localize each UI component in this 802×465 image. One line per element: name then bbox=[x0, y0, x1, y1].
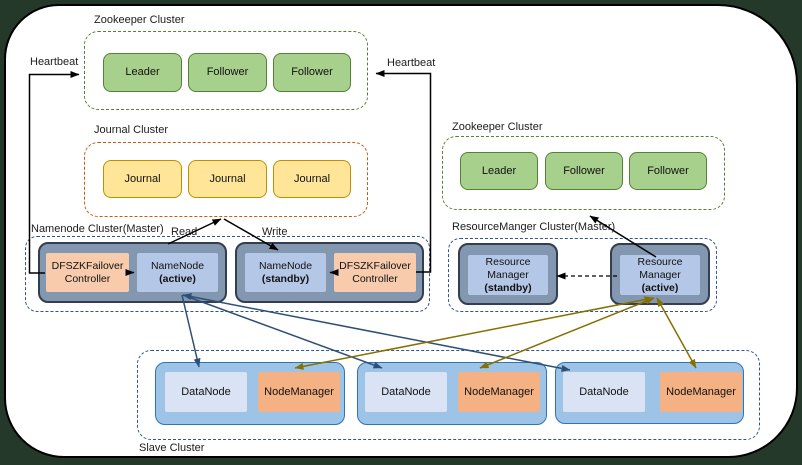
zookeeper-right-node-follower-1: Follower bbox=[545, 152, 623, 190]
nodemanager-2: NodeManager bbox=[458, 372, 540, 412]
node-label: DataNode bbox=[181, 385, 231, 398]
node-label-line: Manager bbox=[487, 268, 529, 281]
resource-manager-active: Resource Manager (active) bbox=[620, 255, 700, 295]
node-label: DataNode bbox=[579, 385, 629, 398]
heartbeat-right-label: Heartbeat bbox=[387, 57, 436, 69]
zookeeper-left-node-follower-2: Follower bbox=[273, 53, 351, 92]
node-label-line: Controller bbox=[352, 272, 398, 285]
zookeeper-right-title: Zookeeper Cluster bbox=[452, 121, 543, 133]
zookeeper-left-node-follower-1: Follower bbox=[188, 53, 267, 92]
journal-node-3: Journal bbox=[273, 160, 351, 198]
node-label-line: DFSZKFailover bbox=[339, 259, 411, 272]
node-label-line: DFSZKFailover bbox=[51, 259, 124, 272]
node-label: NodeManager bbox=[264, 385, 334, 398]
node-label: Follower bbox=[647, 164, 689, 177]
node-label: Follower bbox=[563, 164, 605, 177]
node-label-line: Manager bbox=[639, 268, 681, 281]
journal-node-1: Journal bbox=[103, 160, 182, 198]
rm-cluster-title: ResourceManger Cluster(Master) bbox=[452, 221, 616, 233]
node-label: Journal bbox=[293, 172, 331, 185]
datanode-1: DataNode bbox=[165, 372, 247, 412]
node-label-line: NameNode bbox=[258, 259, 313, 272]
node-label: Follower bbox=[291, 66, 333, 78]
node-label: DataNode bbox=[381, 385, 431, 398]
node-label: Leader bbox=[125, 66, 160, 78]
nodemanager-1: NodeManager bbox=[258, 372, 340, 412]
node-state-label: (active) bbox=[641, 281, 679, 294]
node-label-line: Resource bbox=[485, 255, 531, 268]
namenode-cluster-title: Namenode Cluster(Master) bbox=[31, 223, 164, 235]
read-label: Read bbox=[171, 226, 198, 238]
datanode-2: DataNode bbox=[365, 372, 447, 412]
node-state-label: (standby) bbox=[484, 281, 532, 294]
dfszk-failover-controller-right: DFSZKFailover Controller bbox=[334, 253, 416, 292]
resource-manager-standby: Resource Manager (standby) bbox=[468, 255, 548, 295]
node-label: Journal bbox=[209, 172, 246, 185]
node-label: NodeManager bbox=[464, 385, 534, 398]
heartbeat-left-label: Heartbeat bbox=[30, 56, 79, 68]
namenode-standby: NameNode (standby) bbox=[245, 253, 326, 292]
node-state-label: (active) bbox=[159, 272, 196, 285]
zookeeper-left-node-leader: Leader bbox=[103, 53, 182, 92]
journal-cluster bbox=[84, 142, 368, 217]
journal-node-2: Journal bbox=[188, 160, 267, 198]
zookeeper-right-node-follower-2: Follower bbox=[629, 152, 707, 190]
zookeeper-right-node-leader: Leader bbox=[460, 152, 538, 190]
node-label: NodeManager bbox=[666, 385, 736, 398]
datanode-3: DataNode bbox=[563, 372, 645, 412]
zookeeper-left-cluster bbox=[84, 31, 368, 110]
node-label-line: Controller bbox=[64, 272, 111, 285]
journal-cluster-title: Journal Cluster bbox=[94, 124, 168, 136]
node-label: Leader bbox=[481, 164, 517, 177]
node-label: Follower bbox=[206, 66, 249, 78]
slave-cluster-title: Slave Cluster bbox=[139, 442, 205, 454]
zookeeper-left-title: Zookeeper Cluster bbox=[94, 14, 185, 26]
node-label-line: Resource bbox=[637, 255, 683, 268]
write-label: Write bbox=[262, 226, 288, 238]
namenode-active: NameNode (active) bbox=[137, 253, 218, 292]
node-label: Journal bbox=[124, 172, 161, 185]
node-label-line: NameNode bbox=[150, 259, 205, 272]
nodemanager-3: NodeManager bbox=[660, 372, 742, 412]
dfszk-failover-controller-left: DFSZKFailover Controller bbox=[46, 253, 129, 292]
zookeeper-right-cluster bbox=[442, 136, 725, 210]
node-state-label: (standby) bbox=[261, 272, 310, 285]
